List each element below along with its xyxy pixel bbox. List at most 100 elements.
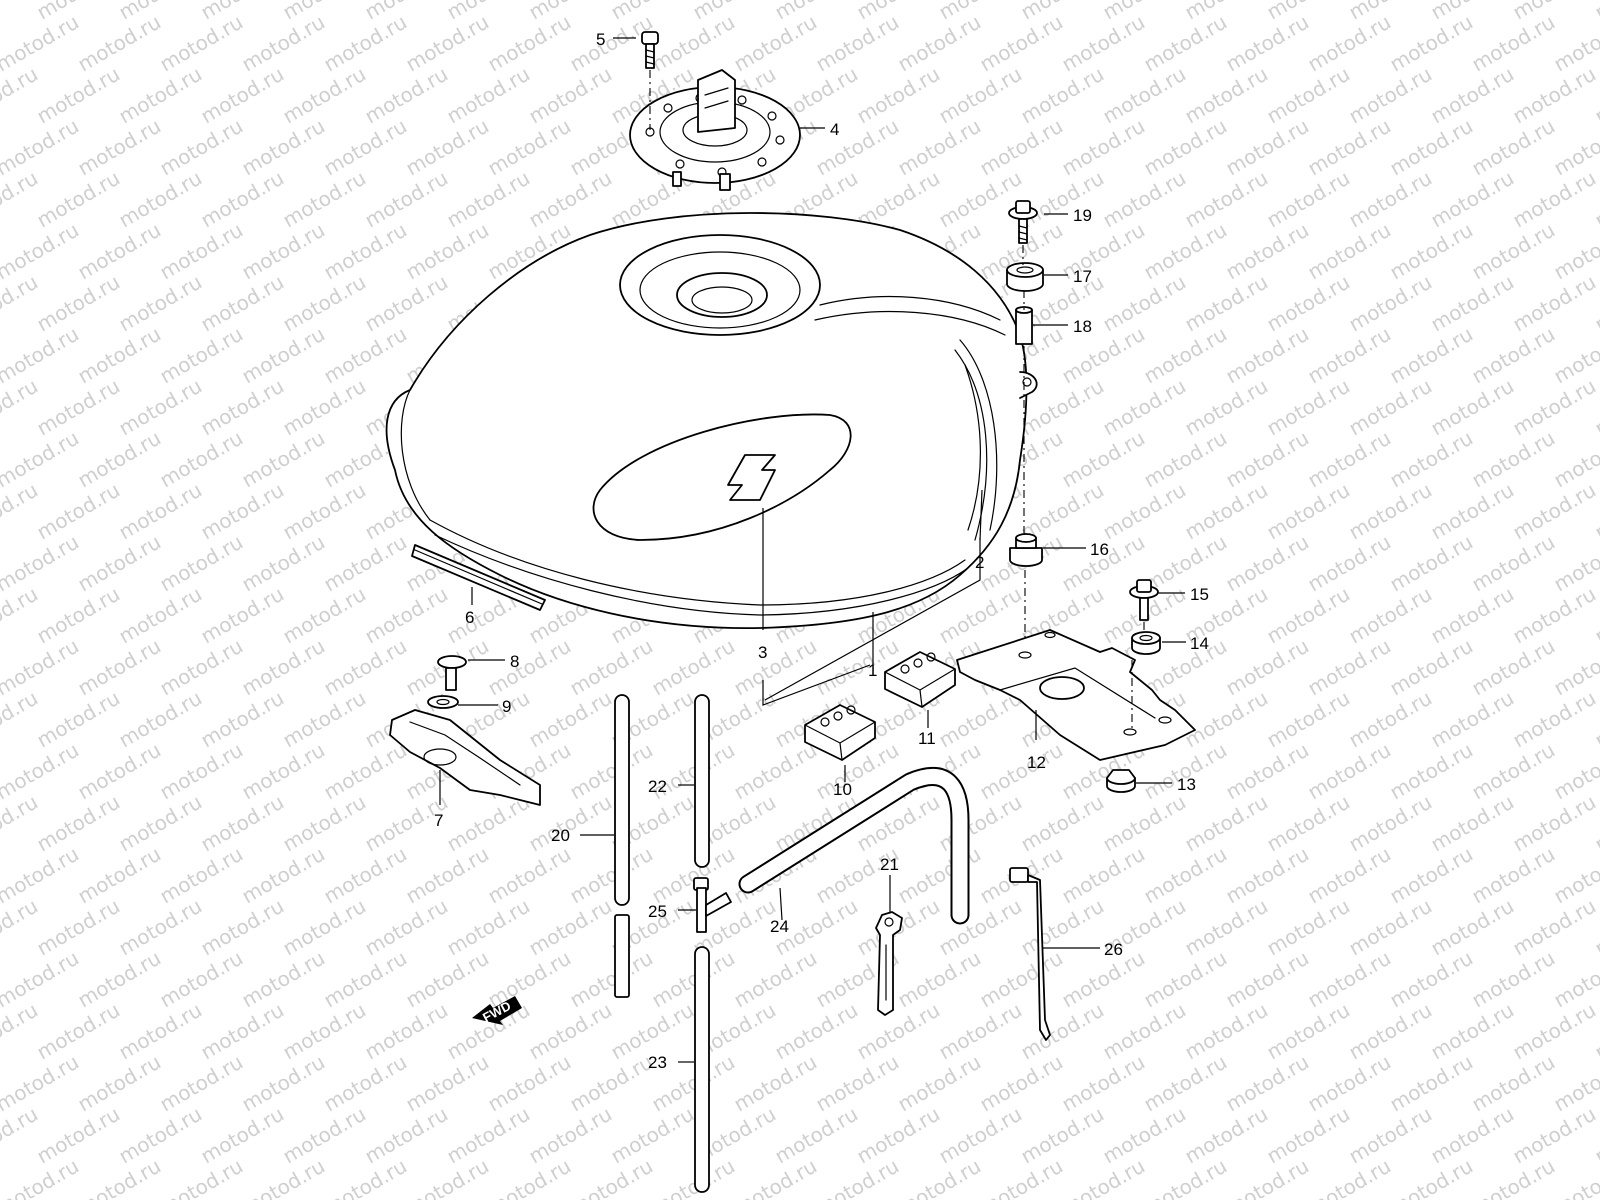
watermark-text: motod.ru <box>1345 0 1436 24</box>
watermark-text: motod.ru <box>156 322 247 389</box>
watermark-text: motod.ru <box>361 1102 452 1169</box>
cushion-16 <box>1009 533 1043 567</box>
watermark-text: motod.ru <box>1099 790 1190 857</box>
watermark-text: motod.ru <box>33 686 124 753</box>
watermark-text: motod.ru <box>361 0 452 24</box>
watermark-text: motod.ru <box>197 894 288 961</box>
watermark-text: motod.ru <box>156 1050 247 1117</box>
callout-16: 16 <box>1090 540 1109 559</box>
watermark-text: motod.ru <box>1017 166 1108 233</box>
watermark-text: motod.ru <box>320 530 411 597</box>
watermark-text: motod.ru <box>1345 478 1436 545</box>
watermark-text: motod.ru <box>1468 842 1559 909</box>
watermark-text: motod.ru <box>1468 738 1559 805</box>
watermark-text: motod.ru <box>279 166 370 233</box>
watermark-text: motod.ru <box>1058 218 1149 285</box>
watermark-text: motod.ru <box>238 530 329 597</box>
watermark-text: motod.ru <box>1550 1154 1600 1200</box>
watermark-text: motod.ru <box>1181 998 1272 1065</box>
watermark-text: motod.ru <box>812 114 903 181</box>
watermark-text: motod.ru <box>935 166 1026 233</box>
hose-22 <box>694 694 710 868</box>
watermark-text: motod.ru <box>648 946 739 1013</box>
watermark-text: motod.ru <box>1386 114 1477 181</box>
watermark-text: motod.ru <box>443 0 534 24</box>
watermark-text: motod.ru <box>74 634 165 701</box>
watermark-text: motod.ru <box>1140 946 1231 1013</box>
watermark-text: motod.ru <box>402 1154 493 1200</box>
watermark-text: motod.ru <box>1181 894 1272 961</box>
watermark-text: motod.ru <box>33 790 124 857</box>
watermark-text: motod.ru <box>1427 0 1518 24</box>
watermark-text: motod.ru <box>1427 998 1518 1065</box>
watermark-text: motod.ru <box>1304 530 1395 597</box>
callout-22: 22 <box>648 777 667 796</box>
watermark-text: motod.ru <box>279 374 370 441</box>
watermark-text: motod.ru <box>1509 270 1600 337</box>
watermark-text: motod.ru <box>1304 738 1395 805</box>
watermark-text: motod.ru <box>812 842 903 909</box>
watermark-text: motod.ru <box>1345 62 1436 129</box>
watermark-text: motod.ru <box>1386 634 1477 701</box>
watermark-text: motod.ru <box>361 998 452 1065</box>
watermark-text: motod.ru <box>566 842 657 909</box>
watermark-text: motod.ru <box>894 1050 985 1117</box>
watermark-text: motod.ru <box>1304 1050 1395 1117</box>
watermark-text: motod.ru <box>443 1102 534 1169</box>
watermark-text: motod.ru <box>607 0 698 24</box>
watermark-text: motod.ru <box>1181 686 1272 753</box>
watermark-text: motod.ru <box>1427 894 1518 961</box>
watermark-text: motod.ru <box>1099 1102 1190 1169</box>
watermark-text: motod.ru <box>935 582 1026 649</box>
watermark-text: motod.ru <box>1550 322 1600 389</box>
watermark-text: motod.ru <box>1345 790 1436 857</box>
watermark-text: motod.ru <box>1427 790 1518 857</box>
t-joint-25 <box>693 877 732 933</box>
hose-23 <box>694 946 710 1193</box>
watermark-text: motod.ru <box>1550 1050 1600 1117</box>
watermark-text: motod.ru <box>361 166 452 233</box>
watermark-text: motod.ru <box>894 946 985 1013</box>
watermark-text: motod.ru <box>730 10 821 77</box>
watermark-text: motod.ru <box>1058 1154 1149 1200</box>
watermark-text: motod.ru <box>1386 530 1477 597</box>
watermark-text: motod.ru <box>1550 530 1600 597</box>
watermark-text: motod.ru <box>976 114 1067 181</box>
watermark-text: motod.ru <box>33 374 124 441</box>
leader-lines <box>439 37 1186 1063</box>
watermark-text: motod.ru <box>238 218 329 285</box>
watermark-text: motod.ru <box>1509 582 1600 649</box>
watermark-text: motod.ru <box>115 374 206 441</box>
watermark-text: motod.ru <box>1140 426 1231 493</box>
callout-1: 1 <box>868 661 877 680</box>
watermark-text: motod.ru <box>1181 166 1272 233</box>
watermark-text: motod.ru <box>525 62 616 129</box>
watermark-text: motod.ru <box>1263 0 1354 24</box>
callout-4: 4 <box>830 120 839 139</box>
watermark-text: motod.ru <box>566 1154 657 1200</box>
watermark-text: motod.ru <box>1140 1050 1231 1117</box>
watermark-text: motod.ru <box>443 166 534 233</box>
fuel-tank <box>385 212 1038 629</box>
watermark-text: motod.ru <box>156 1154 247 1200</box>
watermark-text: motod.ru <box>74 842 165 909</box>
watermark-text: motod.ru <box>197 790 288 857</box>
watermark-text: motod.ru <box>197 374 288 441</box>
watermark-text: motod.ru <box>74 114 165 181</box>
watermark-text: motod.ru <box>1386 322 1477 389</box>
watermark-text: motod.ru <box>1263 582 1354 649</box>
watermark-text: motod.ru <box>361 270 452 337</box>
watermark-text: motod.ru <box>115 478 206 545</box>
watermark-text: motod.ru <box>1550 114 1600 181</box>
watermark-text: motod.ru <box>1345 166 1436 233</box>
watermark-text: motod.ru <box>525 686 616 753</box>
watermark-text: motod.ru <box>197 1102 288 1169</box>
watermark-text: motod.ru <box>976 10 1067 77</box>
callout-25: 25 <box>648 902 667 921</box>
watermark-text: motod.ru <box>1140 218 1231 285</box>
watermark-text: motod.ru <box>74 218 165 285</box>
callout-8: 8 <box>510 652 519 671</box>
bolt-15 <box>1129 579 1159 621</box>
